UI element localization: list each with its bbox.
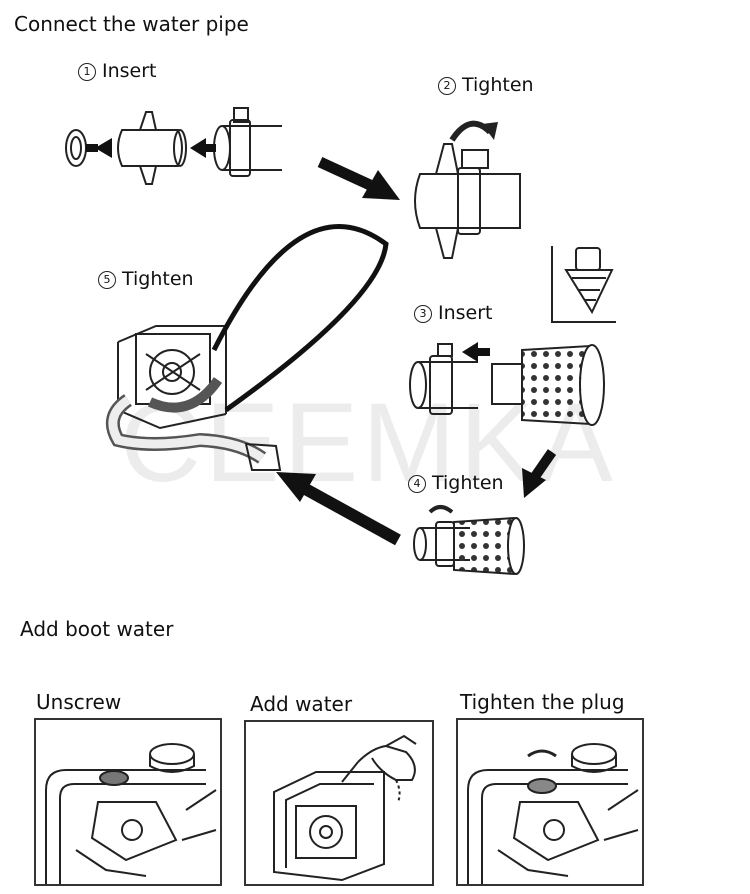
panel-tighten-plug (456, 718, 644, 886)
unscrew-illustration (45, 743, 217, 884)
step-2-number: 2 (438, 77, 456, 95)
step-4-number: 4 (408, 475, 426, 493)
step-1-number: 1 (78, 63, 96, 81)
section-title-connect: Connect the water pipe (14, 12, 249, 36)
panel-2-label: Add water (250, 692, 353, 716)
step-5-text: Tighten (122, 268, 194, 290)
step-2-text: Tighten (462, 74, 534, 96)
step-2-label: 2 Tighten (438, 74, 534, 96)
nozzle-inset (551, 246, 616, 323)
step-3-illustration (409, 343, 605, 426)
panel-3-label: Tighten the plug (460, 690, 625, 714)
tighten-plug-illustration (467, 743, 639, 884)
panel-unscrew (34, 718, 222, 886)
step-1-text: Insert (102, 60, 157, 82)
step-5-number: 5 (98, 271, 116, 289)
step-4-label: 4 Tighten (408, 472, 504, 494)
step-1-label: 1 Insert (78, 60, 157, 82)
pipe-connection-diagram (65, 107, 616, 576)
panel-1-label: Unscrew (36, 690, 122, 714)
step-3-number: 3 (414, 305, 432, 323)
step-3-text: Insert (438, 302, 493, 324)
add-water-illustration (273, 734, 417, 882)
panel-add-water (244, 720, 434, 886)
step-4-text: Tighten (432, 472, 504, 494)
step-4-illustration (413, 505, 526, 576)
section-title-boot: Add boot water (20, 617, 174, 641)
step-5-label: 5 Tighten (98, 268, 194, 290)
step-2-illustration (414, 120, 521, 259)
step-3-label: 3 Insert (414, 302, 493, 324)
step-5-pump-illustration (105, 325, 282, 471)
